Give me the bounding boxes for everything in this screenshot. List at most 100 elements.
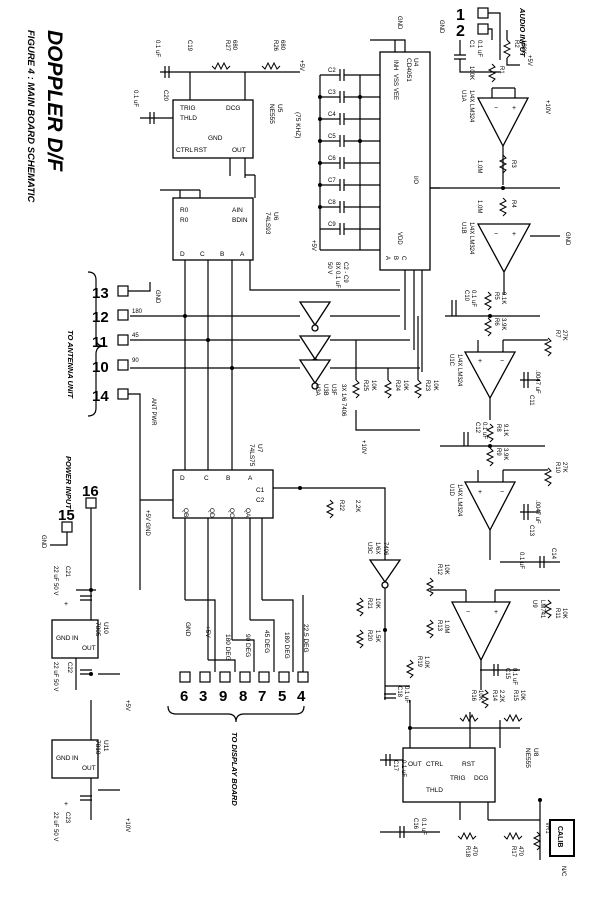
svg-text:0.1 uF: 0.1 uF [420, 818, 426, 835]
filter-stage-2: R8 9.1K R9 3.9K C12 0.1 uF R10 27K [440, 422, 567, 487]
pin-number: 5 [278, 688, 286, 705]
opamp-u1a: −+ U1A 1/4X LM324 +10V R3 1.0M [460, 87, 550, 185]
svg-text:R4: R4 [510, 200, 516, 208]
svg-text:22.5 DEG: 22.5 DEG [302, 624, 309, 653]
svg-text:470: 470 [471, 846, 477, 857]
svg-text:N/C: N/C [560, 866, 566, 877]
svg-text:R15: R15 [512, 690, 518, 702]
svg-text:1.5K: 1.5K [374, 630, 380, 642]
svg-text:R12: R12 [436, 564, 442, 576]
svg-text:+5V: +5V [310, 240, 316, 251]
svg-text:45: 45 [132, 333, 139, 339]
svg-text:QB: QB [182, 508, 189, 517]
pin-number: 6 [180, 688, 188, 705]
svg-text:R14: R14 [491, 690, 497, 702]
svg-text:7805: 7805 [94, 622, 101, 637]
svg-text:C21: C21 [64, 566, 70, 578]
svg-text:22 uF 50 V: 22 uF 50 V [52, 662, 58, 691]
svg-text:R22: R22 [338, 500, 344, 512]
svg-text:3.9K: 3.9K [502, 448, 508, 460]
calib-label: CALIB [556, 826, 563, 847]
svg-text:B: B [220, 251, 224, 258]
svg-text:R8: R8 [495, 424, 501, 432]
svg-text:GND: GND [56, 755, 71, 762]
svg-text:U3A: U3A [314, 384, 320, 396]
ic-u4-cd4051: U4 CD4051 INH VSS VEE VDD I/O A B C GND [370, 16, 440, 372]
svg-text:VR1: VR1 [544, 822, 550, 834]
filter-stage-1: R5 9.1K R6 3.9K C10 0.1 uF R7 27K [445, 290, 567, 357]
svg-text:R3: R3 [510, 160, 516, 168]
svg-text:−: − [494, 105, 498, 112]
svg-text:R18: R18 [464, 846, 470, 858]
regulator-u11: U11 7810 IN OUT GND + C23 22 uF 50 V +10… [51, 700, 130, 841]
svg-text:74LS75: 74LS75 [248, 444, 255, 467]
svg-text:VEE: VEE [392, 88, 398, 100]
svg-text:C19: C19 [186, 40, 192, 52]
svg-text:10K: 10K [432, 380, 438, 391]
svg-text:+5V: +5V [298, 60, 304, 71]
svg-text:C: C [204, 475, 209, 482]
pin-number: 15 [58, 507, 75, 524]
svg-text:7810: 7810 [94, 740, 101, 755]
svg-text:9.1K: 9.1K [502, 424, 508, 436]
svg-text:+5V: +5V [124, 700, 130, 711]
svg-text:NE555: NE555 [524, 748, 531, 768]
svg-text:U7: U7 [256, 444, 263, 453]
ic-body [51, 739, 99, 779]
svg-text:D: D [180, 251, 185, 258]
svg-text:10K: 10K [519, 690, 525, 701]
svg-text:GND: GND [396, 16, 402, 30]
svg-text:R9: R9 [495, 448, 501, 456]
ic-body [172, 99, 254, 159]
svg-text:R25: R25 [362, 380, 368, 392]
pin-number: 10 [92, 359, 109, 376]
svg-text:OUT: OUT [232, 147, 246, 154]
svg-text:+: + [64, 801, 68, 808]
svg-text:1.0M: 1.0M [476, 200, 482, 213]
svg-text:0.1 uF: 0.1 uF [511, 668, 517, 685]
svg-text:D: D [180, 475, 185, 482]
svg-text:−: − [494, 231, 498, 238]
svg-text:R13: R13 [436, 620, 442, 632]
svg-text:R23: R23 [424, 380, 430, 392]
svg-text:+5V: +5V [204, 626, 211, 638]
svg-text:C2 - C9: C2 - C9 [342, 262, 348, 283]
svg-text:LM741: LM741 [539, 600, 545, 619]
svg-text:R0: R0 [180, 217, 189, 224]
svg-text:VSS: VSS [392, 74, 398, 86]
svg-text:+10V: +10V [124, 818, 130, 832]
svg-text:R2: R2 [513, 40, 519, 48]
svg-text:C3: C3 [328, 90, 336, 96]
svg-text:U8: U8 [532, 748, 539, 757]
svg-text:OUT: OUT [408, 761, 422, 768]
svg-text:−: − [500, 358, 504, 365]
svg-text:C14: C14 [550, 548, 556, 560]
svg-text:2.2K: 2.2K [498, 690, 504, 702]
svg-text:U1C: U1C [448, 354, 454, 367]
svg-text:27K: 27K [561, 462, 567, 473]
svg-text:CTRL: CTRL [176, 147, 193, 154]
svg-text:0.1 uF: 0.1 uF [403, 686, 409, 703]
pin-number: 4 [297, 688, 306, 705]
svg-text:U3F: U3F [330, 384, 336, 396]
pin-number: 16 [82, 483, 99, 500]
svg-text:+: + [512, 105, 516, 112]
svg-text:R6: R6 [493, 318, 499, 326]
svg-text:1.0K: 1.0K [423, 656, 429, 668]
svg-text:+5V GND: +5V GND [144, 510, 150, 537]
svg-text:−: − [466, 609, 470, 616]
pin-number: 12 [92, 309, 109, 326]
svg-text:74LS93: 74LS93 [264, 212, 271, 235]
svg-text:RST: RST [194, 147, 207, 154]
svg-text:680: 680 [279, 40, 285, 51]
connector-pad [477, 7, 489, 19]
junction-dots [89, 95, 542, 802]
opamp-u1d: +− U1D 1/4X LM324 .0047 uF C13 C14 0.1 u… [448, 469, 560, 569]
antenna-connector: TO ANTENNA UNIT 13 12 11 10 14 180 45 90… [66, 271, 160, 590]
pin-number: 11 [92, 334, 108, 351]
svg-text:A: A [384, 256, 390, 260]
svg-text:C2: C2 [256, 497, 265, 504]
